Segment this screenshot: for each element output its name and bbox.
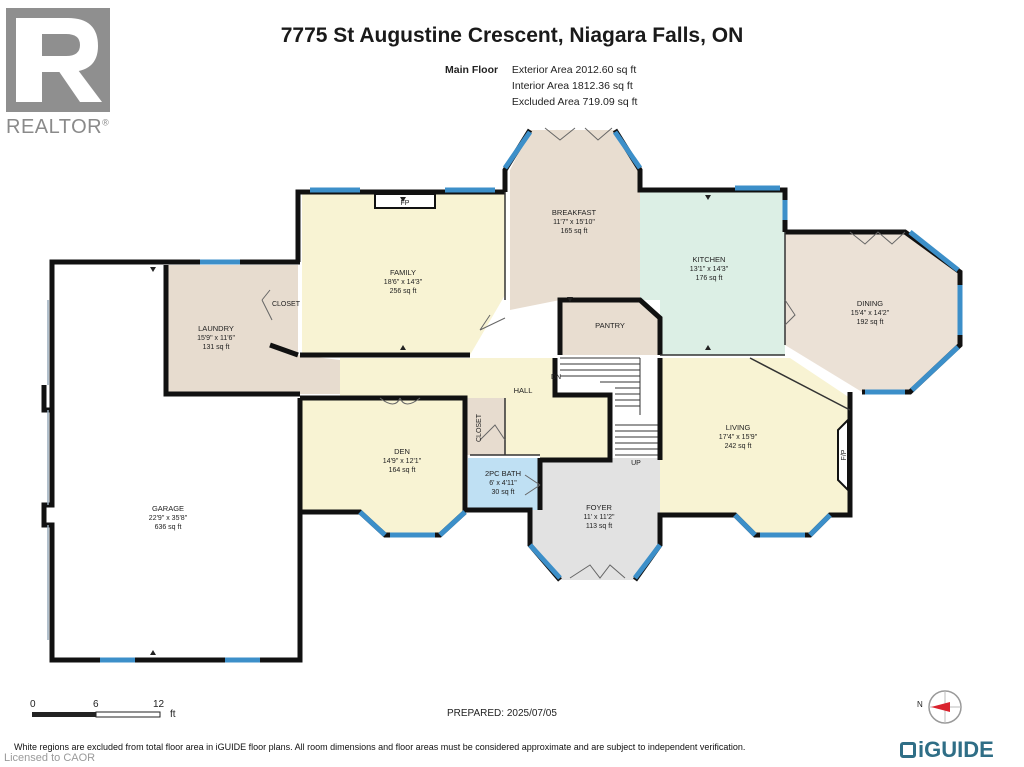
room-label-family: FAMILY 18'6" x 14'3" 256 sq ft	[384, 268, 423, 295]
svg-text:131 sq ft: 131 sq ft	[203, 344, 230, 351]
svg-text:DEN: DEN	[394, 447, 410, 456]
doors	[261, 127, 906, 579]
stairs-up-label: UP	[631, 460, 641, 467]
excluded-area: Excluded Area 719.09 sq ft	[511, 96, 638, 108]
compass-icon	[928, 690, 962, 724]
exterior-area: Exterior Area 2012.60 sq ft	[511, 64, 637, 76]
svg-text:GARAGE: GARAGE	[152, 504, 184, 513]
svg-text:FOYER: FOYER	[586, 503, 612, 512]
family-floor	[302, 192, 505, 355]
svg-text:256 sq ft: 256 sq ft	[390, 288, 417, 295]
svg-text:17'4" x 15'9": 17'4" x 15'9"	[719, 434, 758, 441]
room-label-laundry: LAUNDRY 15'9" x 11'6" 131 sq ft	[197, 324, 235, 351]
den-closet-floor	[465, 398, 505, 455]
room-label-foyer: FOYER 11' x 11'2" 113 sq ft	[584, 503, 615, 530]
thin-walls	[470, 192, 851, 456]
area-summary: Main Floor Exterior Area 2012.60 sq ft I…	[445, 62, 637, 110]
svg-text:11'7" x 15'10": 11'7" x 15'10"	[553, 219, 595, 226]
laundry-floor	[166, 265, 340, 394]
den-closet-label: CLOSET	[476, 413, 483, 442]
hall-label: HALL	[514, 386, 533, 395]
iguide-logo-icon	[900, 742, 916, 758]
svg-text:636 sq ft: 636 sq ft	[155, 524, 182, 531]
room-label-dining: DINING 15'4" x 14'2" 192 sq ft	[851, 299, 890, 326]
iguide-logo: iGUIDE	[900, 737, 994, 763]
laundry-closet-label: CLOSET	[272, 301, 301, 308]
scale-bar	[32, 711, 161, 718]
svg-text:113 sq ft: 113 sq ft	[586, 523, 612, 530]
svg-text:242 sq ft: 242 sq ft	[725, 443, 752, 450]
compass-north-label: N	[917, 700, 923, 709]
svg-text:11' x 11'2": 11' x 11'2"	[584, 514, 615, 521]
svg-text:176 sq ft: 176 sq ft	[696, 275, 723, 282]
family-fireplace-label: FP	[401, 200, 410, 207]
realtor-wordmark: REALTOR®	[6, 116, 110, 138]
scale-unit: ft	[170, 709, 176, 720]
pantry-floor	[560, 300, 660, 355]
realtor-logo	[6, 8, 110, 112]
svg-text:DINING: DINING	[857, 299, 883, 308]
svg-text:15'9" x 11'6": 15'9" x 11'6"	[197, 335, 235, 342]
pantry-label: PANTRY	[595, 321, 625, 330]
living-fireplace	[837, 417, 849, 493]
dining-floor	[785, 232, 960, 392]
room-label-breakfast: BREAKFAST 11'7" x 15'10" 165 sq ft	[552, 208, 597, 235]
svg-text:6' x 4'11": 6' x 4'11"	[489, 480, 517, 487]
stairs-down-label: DN	[551, 374, 561, 381]
living-fireplace-label: F/P	[841, 449, 848, 460]
svg-text:30 sq ft: 30 sq ft	[492, 489, 515, 496]
room-label-den: DEN 14'9" x 12'1" 164 sq ft	[383, 447, 422, 474]
scale-tick-6: 6	[93, 699, 99, 710]
dimension-markers	[150, 195, 711, 655]
foyer-floor	[530, 458, 660, 580]
svg-text:15'4" x 14'2": 15'4" x 14'2"	[851, 310, 890, 317]
scale-tick-0: 0	[30, 699, 36, 710]
svg-text:14'9" x 12'1": 14'9" x 12'1"	[383, 458, 422, 465]
windows	[100, 130, 963, 663]
svg-text:164 sq ft: 164 sq ft	[389, 467, 416, 474]
floor-name: Main Floor	[445, 64, 499, 76]
svg-text:18'6" x 14'3": 18'6" x 14'3"	[384, 279, 423, 286]
breakfast-floor	[510, 130, 640, 310]
stairs-floor	[612, 360, 660, 458]
svg-text:KITCHEN: KITCHEN	[693, 255, 726, 264]
kitchen-floor	[640, 192, 785, 355]
staircase	[560, 357, 660, 456]
prepared-date: PREPARED: 2025/07/05	[447, 708, 557, 719]
bath-floor	[468, 458, 538, 510]
floor-plan-title: 7775 St Augustine Crescent, Niagara Fall…	[280, 24, 744, 47]
svg-text:13'1" x 14'3": 13'1" x 14'3"	[690, 266, 729, 273]
room-label-living: LIVING 17'4" x 15'9" 242 sq ft	[719, 423, 758, 450]
disclaimer-note: White regions are excluded from total fl…	[14, 742, 746, 752]
license-note: Licensed to CAOR	[4, 752, 96, 764]
living-floor	[660, 358, 850, 535]
svg-text:FAMILY: FAMILY	[390, 268, 416, 277]
interior-area: Interior Area 1812.36 sq ft	[511, 80, 633, 92]
svg-text:BREAKFAST: BREAKFAST	[552, 208, 597, 217]
den-floor	[302, 398, 465, 535]
family-fireplace	[374, 193, 436, 209]
svg-text:LAUNDRY: LAUNDRY	[198, 324, 234, 333]
room-label-kitchen: KITCHEN 13'1" x 14'3" 176 sq ft	[690, 255, 729, 282]
svg-text:22'9" x 35'8": 22'9" x 35'8"	[149, 515, 188, 522]
svg-text:192 sq ft: 192 sq ft	[857, 319, 884, 326]
svg-text:2PC BATH: 2PC BATH	[485, 469, 521, 478]
scale-tick-12: 12	[153, 699, 165, 710]
room-label-garage: GARAGE 22'9" x 35'8" 636 sq ft	[149, 504, 188, 531]
svg-text:165 sq ft: 165 sq ft	[561, 228, 588, 235]
room-label-bath: 2PC BATH 6' x 4'11" 30 sq ft	[485, 469, 521, 496]
svg-text:LIVING: LIVING	[726, 423, 751, 432]
